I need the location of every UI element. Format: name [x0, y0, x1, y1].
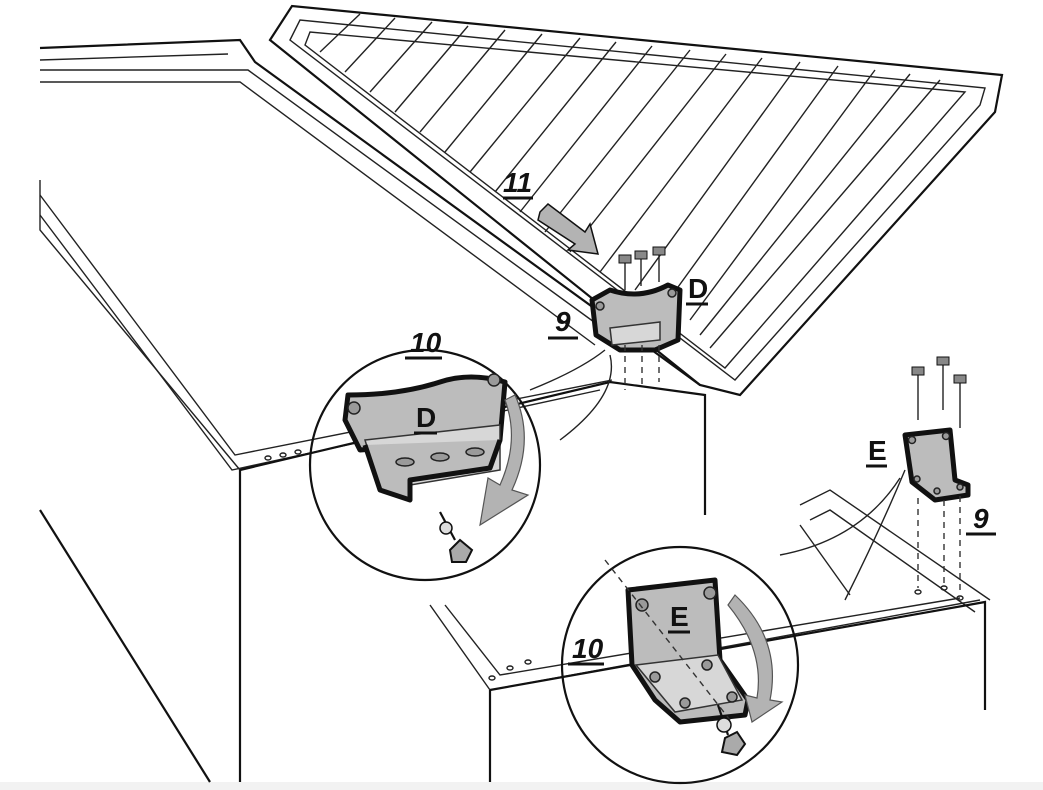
right-side-holes: [488, 659, 532, 681]
detail-circle-e: [560, 469, 906, 785]
label-step-9-top: 9: [548, 306, 578, 340]
svg-text:11: 11: [503, 167, 532, 198]
svg-text:E: E: [670, 601, 689, 632]
adjust-screw-e: [716, 704, 747, 757]
bracket-e-installed: [902, 356, 971, 594]
left-cabinet: [39, 38, 707, 783]
screws-e: [911, 356, 967, 594]
label-step-9-right: 9: [966, 503, 996, 536]
label-part-e-main: E: [866, 435, 887, 468]
svg-text:9: 9: [555, 306, 571, 337]
bottom-strip: [0, 782, 1043, 790]
label-step-11: 11: [503, 167, 533, 200]
door-slats: [319, 13, 941, 349]
label-step-10-left: 10: [405, 327, 442, 360]
label-step-10-right: 10: [568, 633, 604, 666]
detail-circle-d: [308, 348, 613, 582]
adjust-screw-d: [439, 511, 474, 563]
label-part-d-main: D: [686, 273, 708, 306]
arrow-11-pointer: [537, 203, 600, 255]
svg-text:D: D: [688, 273, 708, 304]
louvered-door: [268, 4, 1004, 397]
rotation-arrow-e: [727, 594, 784, 723]
label-part-e-detail: E: [668, 601, 690, 634]
rotation-arrow-d: [479, 394, 530, 527]
svg-text:E: E: [868, 435, 887, 466]
svg-text:9: 9: [973, 503, 989, 534]
svg-text:D: D: [416, 402, 436, 433]
label-part-d-detail: D: [414, 402, 437, 435]
bracket-d-installed: [589, 246, 683, 390]
svg-text:10: 10: [410, 327, 442, 358]
svg-text:10: 10: [572, 633, 604, 664]
side-holes: [264, 449, 302, 461]
screws-d: [618, 246, 666, 390]
